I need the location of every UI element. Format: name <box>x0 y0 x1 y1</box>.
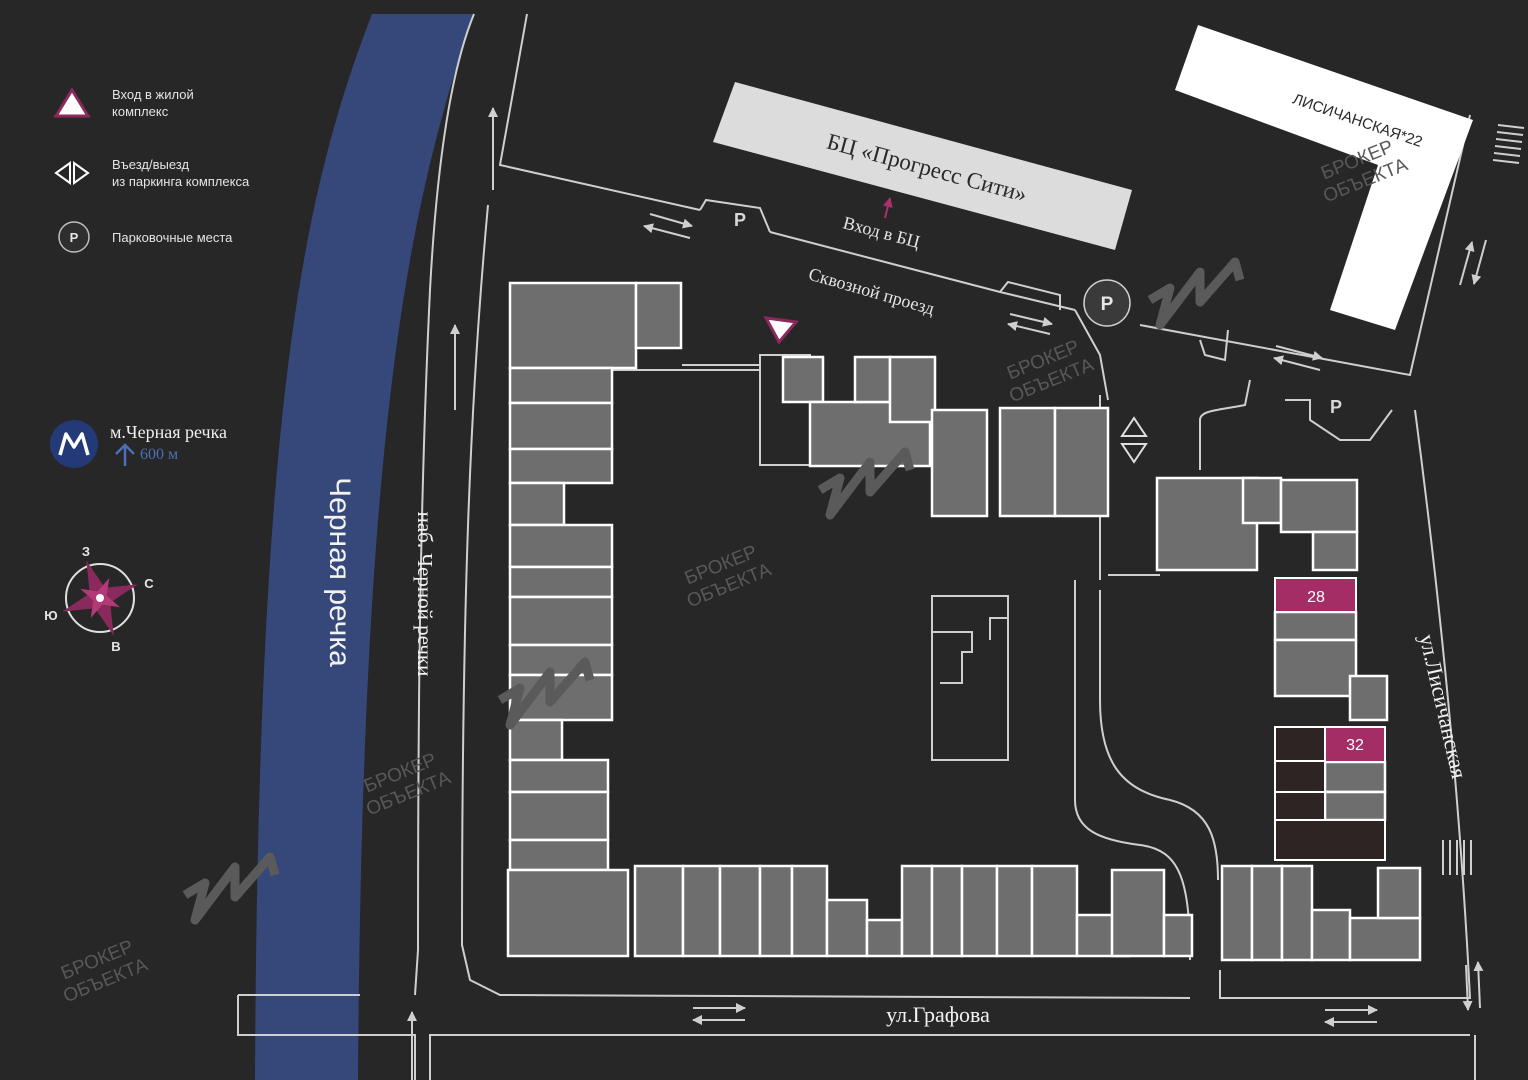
svg-text:P: P <box>70 230 79 245</box>
legend-parking: P Парковочные места <box>52 220 232 254</box>
complex-entrance-marker <box>763 316 799 345</box>
unit-32[interactable]: 32 <box>1324 726 1386 763</box>
traffic-arrows <box>407 107 1487 1080</box>
parking-exit-icon <box>54 161 90 185</box>
compass-w: З <box>82 544 90 559</box>
metro-icon <box>50 420 98 468</box>
legend-entrance: Вход в жилой комплекс <box>52 86 194 120</box>
parking-circle: P <box>1083 279 1131 327</box>
compass-s: Ю <box>44 608 57 623</box>
street-right-label: ул.Лисичанская <box>1415 632 1473 781</box>
legend-parking-text: Парковочные места <box>112 229 233 245</box>
residential-complex <box>506 281 1422 962</box>
legend-parking-exit: Въезд/выезд из паркинга комплекса <box>52 156 249 190</box>
bc-entrance-arrow <box>882 197 893 219</box>
river-label: Черная речка <box>323 477 356 667</box>
street-bottom-label: ул.Графова <box>886 1002 990 1027</box>
unit-28[interactable]: 28 <box>1274 577 1357 613</box>
arrow-up-icon <box>115 443 135 466</box>
metro-info: м.Черная речка 600 м <box>50 420 227 468</box>
compass-n: С <box>144 576 154 591</box>
courtyard <box>612 354 1009 761</box>
unit-28-label: 28 <box>1307 589 1325 606</box>
parking-circle-label: P <box>1101 294 1114 315</box>
unit-32-label: 32 <box>1346 737 1364 754</box>
bc-building: БЦ «Прогресс Сити» <box>713 82 1132 250</box>
parking-icon: P <box>58 221 90 253</box>
legend-entrance-text: Вход в жилой комплекс <box>112 87 194 119</box>
parking-marks: P P <box>734 210 1342 417</box>
metro-distance-text: 600 м <box>140 446 179 463</box>
dark-units <box>1274 726 1386 861</box>
metro-station: м.Черная речка <box>110 422 228 442</box>
passage-label: Сквозной проезд <box>806 264 936 319</box>
crosswalks <box>1442 124 1525 875</box>
parking-mark: P <box>1330 397 1342 417</box>
river <box>255 14 474 1080</box>
neighbor-building: ЛИСИЧАНСКАЯ*22 <box>1175 25 1473 330</box>
legend-parking-exit-text: Въезд/выезд из паркинга комплекса <box>112 157 250 189</box>
embankment-label: наб. Черной речки <box>413 512 437 677</box>
metro-distance: 600 м <box>114 443 227 467</box>
road-lines <box>237 13 1476 1080</box>
compass: З С Ю В <box>44 544 154 654</box>
compass-e: В <box>111 639 120 654</box>
bc-entrance-label: Вход в БЦ <box>841 212 922 252</box>
entrance-icon <box>53 87 91 118</box>
parking-mark: P <box>734 210 746 230</box>
watermark-logos <box>182 257 1245 925</box>
parking-gate-marker <box>1120 416 1148 464</box>
